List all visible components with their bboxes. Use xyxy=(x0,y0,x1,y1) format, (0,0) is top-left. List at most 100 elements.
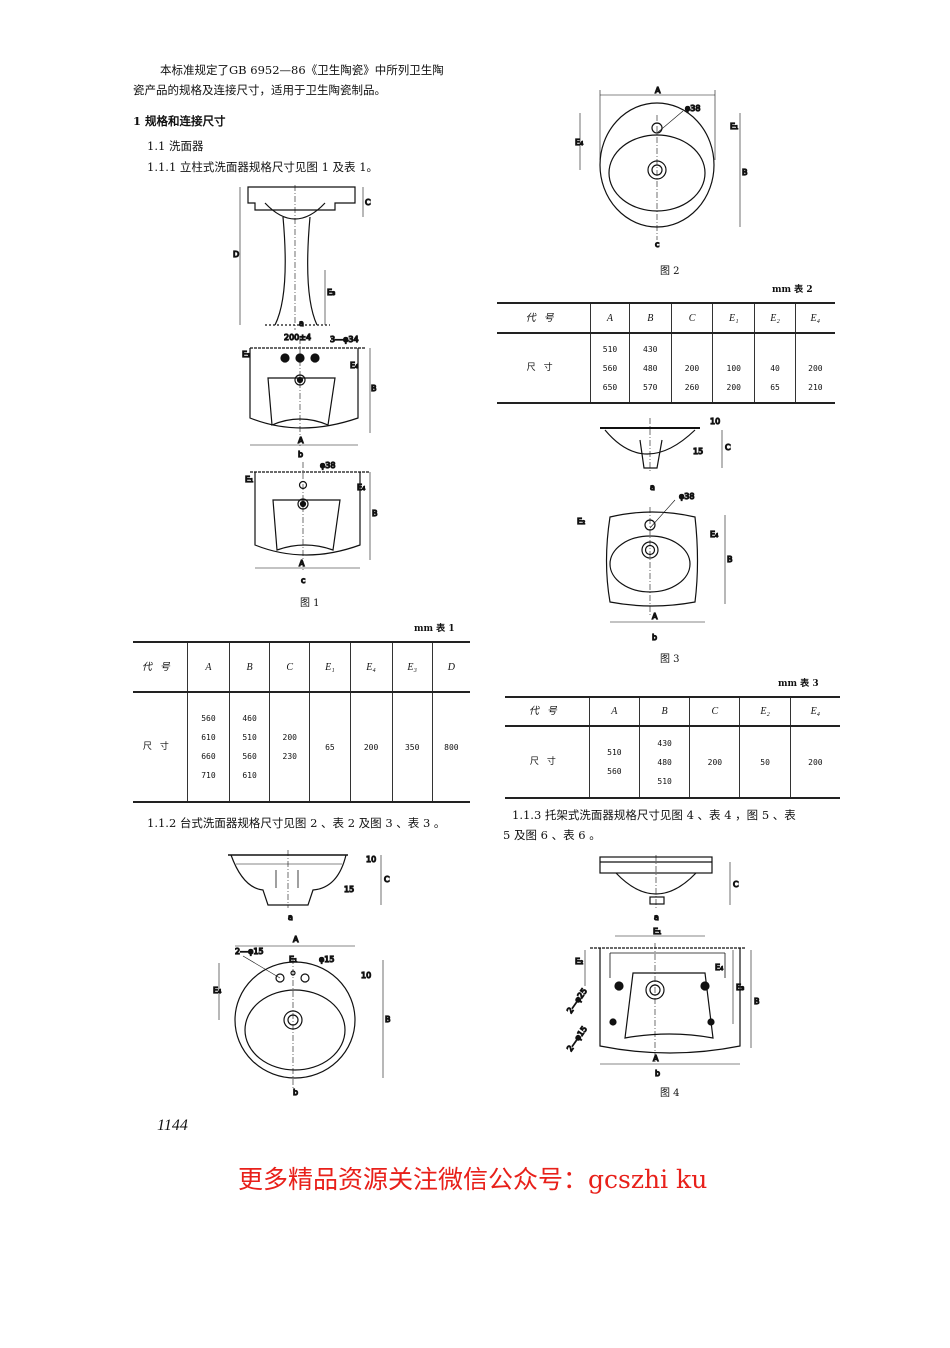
cell-value: 200 xyxy=(808,363,823,373)
cell-value: 200 xyxy=(707,757,723,767)
table-cell: 65 xyxy=(309,693,349,801)
column-header: C xyxy=(689,698,739,725)
cell-value: 460 xyxy=(242,714,257,723)
subsection-heading: 1.1 洗面器 xyxy=(147,139,204,153)
table-cell: 200 xyxy=(349,693,392,801)
cell-value: 610 xyxy=(242,771,257,780)
dim-A: A xyxy=(652,612,658,621)
cell-value: 200 xyxy=(808,757,823,767)
column-header: E₄ xyxy=(349,643,392,691)
cell-value: 560 xyxy=(242,752,257,761)
dim-10: 10 xyxy=(710,417,720,426)
dim-A: A xyxy=(653,1054,659,1063)
subfig-label: a xyxy=(288,913,293,922)
figure-2-caption: 图 2 xyxy=(660,266,680,277)
column-header: A xyxy=(590,304,628,332)
column-header: B xyxy=(638,698,689,725)
column-header: B xyxy=(228,643,269,691)
clause-1-1-3-line-1: 1.1.3 托架式洗面器规格尺寸见图 4 、表 4 ，图 5 、表 xyxy=(512,808,796,822)
subfig-label: b xyxy=(298,450,303,459)
column-header: B xyxy=(628,304,671,332)
dim-E4: E₄ xyxy=(715,963,723,972)
column-header: E₄ xyxy=(789,698,840,725)
hole-label: φ15 xyxy=(319,955,334,964)
subfig-label: a xyxy=(650,483,655,492)
figure-3b-plan: φ38 E₂ E₄ B A b xyxy=(576,491,733,642)
row-label: 尺寸 xyxy=(142,741,177,752)
figure-countertop-side: 10 15 C a xyxy=(228,850,391,923)
figure-3a-side: 10 15 C a xyxy=(600,416,732,493)
intro-line-2: 瓷产品的规格及连接尺寸，适用于卫生陶瓷制品。 xyxy=(133,83,386,97)
dim-15: 15 xyxy=(693,447,703,456)
table-cell: 350 xyxy=(391,693,432,801)
cell-value: 200 xyxy=(684,363,700,373)
cell-value: 560 xyxy=(602,363,618,373)
cell-value: 430 xyxy=(643,344,658,354)
cell-value: 210 xyxy=(808,382,823,392)
dim-E1: E₁ xyxy=(245,475,253,484)
dim-E4: E₄ xyxy=(575,138,583,147)
cell-value: 570 xyxy=(643,382,658,392)
column-header: E₂ xyxy=(739,698,789,725)
column-header: D xyxy=(431,643,470,691)
dim-E4: E₄ xyxy=(350,361,358,370)
dim-A: A xyxy=(293,935,299,944)
dim-E2: E₂ xyxy=(575,957,583,966)
cell-value: 510 xyxy=(242,733,257,742)
column-header: E₃ xyxy=(391,643,432,691)
column-header: E₄ xyxy=(794,304,835,332)
subfig-label: c xyxy=(301,576,305,585)
cell-value: 560 xyxy=(201,714,216,723)
dim-spacing: 200±4 xyxy=(284,333,311,342)
dim-10: 10 xyxy=(361,971,371,980)
figure-4b-plan: E₁ E₂ E₄ E₃ B 2—φ25 2—φ15 A b xyxy=(565,926,760,1078)
holes-15-label: 2—φ15 xyxy=(565,1025,589,1054)
table-cell: 200 xyxy=(789,727,840,797)
table-cell: 800 xyxy=(431,693,470,801)
cell-value: 40 xyxy=(770,363,780,373)
intro-line-1: 本标准规定了GB 6952—86《卫生陶瓷》中所列卫生陶 xyxy=(160,63,444,77)
dim-B: B xyxy=(754,997,760,1006)
dim-E1: E₁ xyxy=(730,122,738,131)
dim-E2: E₂ xyxy=(577,517,585,526)
dim-D: D xyxy=(233,250,239,259)
column-header: E₁ xyxy=(309,643,349,691)
cell-value: 65 xyxy=(770,382,780,392)
subfig-label: b xyxy=(293,1088,298,1097)
dim-15: 15 xyxy=(344,885,354,894)
figure-countertop-plan: A 2—φ15 E₁ φ15 E₄ 10 B b xyxy=(212,934,391,1097)
cell-value: 480 xyxy=(657,757,672,767)
table-cell: 200 xyxy=(689,727,739,797)
table-cell: 460 510 560 610 xyxy=(228,693,269,801)
dim-C: C xyxy=(725,443,731,452)
holes-25-label: 2—φ25 xyxy=(565,987,589,1016)
figure-1-caption: 图 1 xyxy=(300,598,320,609)
hole-label: φ38 xyxy=(320,461,335,470)
subfig-label: a xyxy=(299,319,304,328)
row-label: 尺寸 xyxy=(526,362,561,373)
figure-4-caption: 图 4 xyxy=(660,1088,680,1099)
subfig-label: c xyxy=(655,240,659,249)
cell-value: 200 xyxy=(282,733,297,742)
column-header: 代号 xyxy=(525,312,562,324)
dim-A: A xyxy=(298,436,304,445)
dim-C: C xyxy=(365,198,371,207)
holes-label: 2—φ15 xyxy=(235,947,264,956)
column-header: E₂ xyxy=(754,304,794,332)
dim-C: C xyxy=(384,875,390,884)
